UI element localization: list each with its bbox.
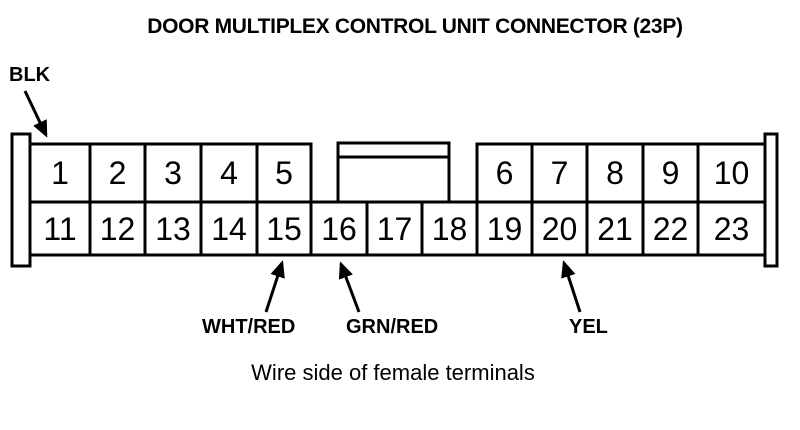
pin-number-19: 19: [487, 211, 523, 247]
wire-label-yel: YEL: [569, 316, 608, 338]
pin-number-15: 15: [266, 211, 302, 247]
grn-red-arrow: [338, 261, 361, 313]
pin-cell-23: [696, 200, 767, 257]
pin-number-14: 14: [211, 211, 247, 247]
blk-arrow: [23, 90, 48, 138]
wire-label-blk: BLK: [9, 64, 51, 86]
pin-number-16: 16: [321, 211, 357, 247]
pin-number-17: 17: [377, 211, 413, 247]
pin-number-12: 12: [100, 211, 136, 247]
pin-number-9: 9: [662, 155, 680, 191]
pin-number-5: 5: [275, 155, 293, 191]
diagram-title: DOOR MULTIPLEX CONTROL UNIT CONNECTOR (2…: [147, 15, 683, 38]
pin-number-2: 2: [109, 155, 127, 191]
connector-left-tab: [10, 132, 32, 268]
pin-number-22: 22: [653, 211, 689, 247]
pin-number-20: 20: [542, 211, 578, 247]
wht-red-arrow: [264, 260, 285, 313]
yel-arrow: [561, 260, 582, 313]
pin-number-3: 3: [164, 155, 182, 191]
pin-number-1: 1: [51, 155, 69, 191]
wire-label-grn-red: GRN/RED: [346, 316, 439, 338]
pin-number-10: 10: [714, 155, 750, 191]
pin-number-11: 11: [43, 211, 76, 247]
connector-right-tab: [763, 132, 779, 268]
pin-number-4: 4: [220, 155, 238, 191]
pin-number-8: 8: [606, 155, 624, 191]
pin-number-7: 7: [551, 155, 569, 191]
pin-number-18: 18: [432, 211, 468, 247]
wire-label-wht-red: WHT/RED: [202, 316, 296, 338]
pin-number-21: 21: [597, 211, 633, 247]
pin-number-23: 23: [714, 211, 750, 247]
wire-side-caption: Wire side of female terminals: [251, 360, 535, 385]
connector-key-slot: [336, 141, 451, 204]
pin-number-6: 6: [496, 155, 514, 191]
pin-number-13: 13: [155, 211, 191, 247]
